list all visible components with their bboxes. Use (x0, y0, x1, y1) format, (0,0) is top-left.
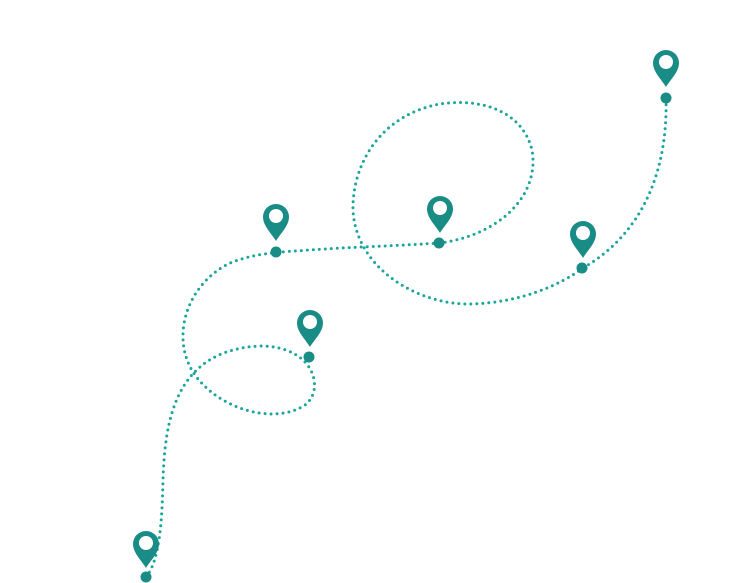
pin-hole (303, 315, 317, 329)
pin-hole (659, 55, 673, 69)
pin-hole (139, 536, 153, 550)
dotted-route-line (144, 96, 668, 579)
route-stop-dot (660, 92, 672, 104)
map-pin-icon (263, 204, 289, 241)
pin-hole (433, 201, 447, 215)
route-stop-dot (303, 351, 315, 363)
route-stop-dot (433, 237, 445, 249)
route-stop-dot (576, 262, 588, 274)
pin-hole (576, 226, 590, 240)
route-stop-dot (270, 246, 282, 258)
pin-hole (269, 209, 283, 223)
map-pin-icon (297, 310, 323, 347)
route-stops (133, 50, 679, 583)
map-pin-icon (653, 50, 679, 87)
map-pin-icon (570, 221, 596, 258)
route-stop-dot (140, 571, 152, 583)
map-pin-icon (133, 531, 159, 568)
map-pin-icon (427, 196, 453, 233)
